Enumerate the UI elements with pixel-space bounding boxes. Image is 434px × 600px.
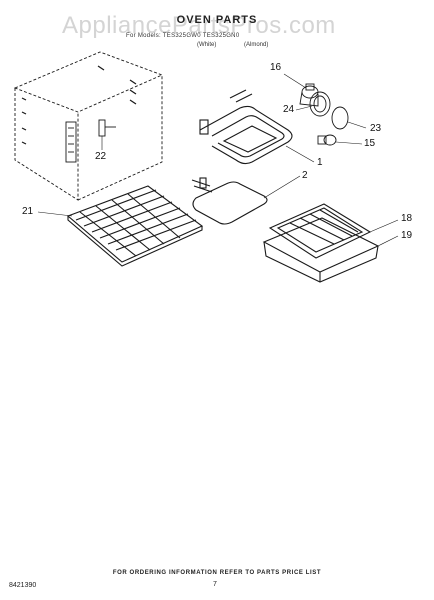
callout-22: 22 [95, 151, 107, 162]
variant-almond: (Almond) [244, 42, 269, 48]
light-lens-part-23 [331, 106, 349, 130]
callout-24: 24 [283, 104, 295, 115]
page-number: 7 [213, 581, 217, 588]
oven-cavity [13, 51, 164, 201]
oven-rack-part-21 [66, 185, 204, 267]
callout-19: 19 [401, 230, 413, 241]
leader-lines [37, 73, 399, 247]
bake-element-part-2 [191, 177, 268, 225]
callout-2: 2 [302, 170, 308, 181]
light-gasket-part-24 [309, 91, 331, 117]
color-variants: (White) (Almond) [197, 42, 294, 48]
broil-element-part-1 [199, 89, 293, 165]
callout-23: 23 [370, 123, 382, 134]
watermark: AppliancePartsPros.com [62, 12, 336, 39]
variant-white: (White) [197, 42, 217, 48]
page-title: OVEN PARTS [176, 14, 258, 26]
receptacle-block [65, 121, 77, 163]
cavity-vents [21, 65, 137, 145]
callout-15: 15 [364, 138, 376, 149]
document-number: 8421390 [9, 582, 37, 589]
models-line: For Models: TES325GW0 TES325GN0 [126, 33, 240, 39]
callout-18: 18 [401, 213, 413, 224]
light-socket-part-16 [299, 83, 319, 107]
ordering-note: FOR ORDERING INFORMATION REFER TO PARTS … [112, 570, 322, 576]
bracket-part-22 [98, 119, 116, 137]
broiler-grid-part-18 [268, 203, 372, 259]
callout-1: 1 [317, 157, 323, 168]
callout-16: 16 [270, 62, 282, 73]
light-bulb-part-15 [317, 134, 337, 146]
callout-21: 21 [22, 206, 34, 217]
